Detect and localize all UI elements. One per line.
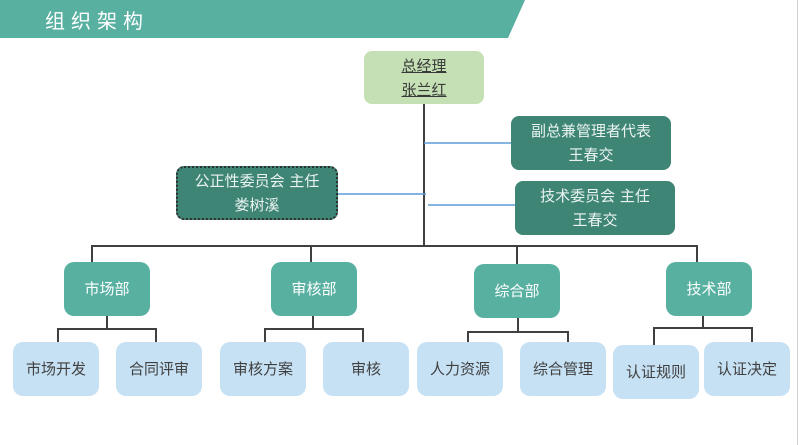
team-node[interactable]: 审核方案 bbox=[220, 342, 306, 396]
staff-name: 王春交 bbox=[572, 211, 618, 229]
right-edge-divider bbox=[797, 0, 798, 445]
department-label: 市场部 bbox=[84, 280, 130, 298]
department-node-tech[interactable]: 技术部 bbox=[666, 262, 752, 316]
team-label: 审核方案 bbox=[232, 360, 293, 378]
team-node[interactable]: 认证决定 bbox=[704, 342, 790, 396]
department-node-general[interactable]: 综合部 bbox=[474, 264, 560, 318]
team-label: 认证决定 bbox=[716, 360, 777, 378]
team-label: 认证规则 bbox=[625, 363, 686, 381]
department-node-audit[interactable]: 审核部 bbox=[271, 262, 357, 316]
team-node[interactable]: 认证规则 bbox=[613, 345, 699, 399]
staff-node-technical[interactable]: 技术委员会 主任 王春交 bbox=[515, 181, 675, 235]
team-node[interactable]: 人力资源 bbox=[417, 342, 503, 396]
team-label: 人力资源 bbox=[429, 360, 490, 378]
department-node-market[interactable]: 市场部 bbox=[64, 262, 150, 316]
staff-name: 娄树溪 bbox=[234, 196, 280, 214]
team-label: 审核 bbox=[350, 360, 381, 378]
header-banner bbox=[0, 0, 525, 38]
department-label: 技术部 bbox=[686, 280, 732, 298]
ceo-node[interactable]: 总经理 张兰红 bbox=[364, 51, 484, 104]
page-title: 组织架构 bbox=[45, 9, 149, 33]
ceo-name: 张兰红 bbox=[401, 80, 447, 99]
team-label: 市场开发 bbox=[25, 360, 86, 378]
team-label: 综合管理 bbox=[532, 360, 593, 378]
staff-title: 副总兼管理者代表 bbox=[530, 122, 651, 140]
team-node[interactable]: 综合管理 bbox=[520, 342, 606, 396]
staff-name: 王春交 bbox=[568, 146, 614, 164]
staff-title: 公正性委员会 主任 bbox=[194, 172, 320, 190]
department-label: 审核部 bbox=[291, 280, 337, 298]
ceo-title: 总经理 bbox=[401, 56, 447, 75]
staff-title: 技术委员会 主任 bbox=[540, 187, 650, 205]
team-node[interactable]: 审核 bbox=[323, 342, 409, 396]
team-node[interactable]: 合同评审 bbox=[116, 342, 202, 396]
team-label: 合同评审 bbox=[128, 360, 189, 378]
staff-node-deputy[interactable]: 副总兼管理者代表 王春交 bbox=[511, 116, 671, 170]
team-node[interactable]: 市场开发 bbox=[13, 342, 99, 396]
staff-node-impartiality[interactable]: 公正性委员会 主任 娄树溪 bbox=[176, 166, 338, 220]
department-label: 综合部 bbox=[494, 282, 540, 300]
